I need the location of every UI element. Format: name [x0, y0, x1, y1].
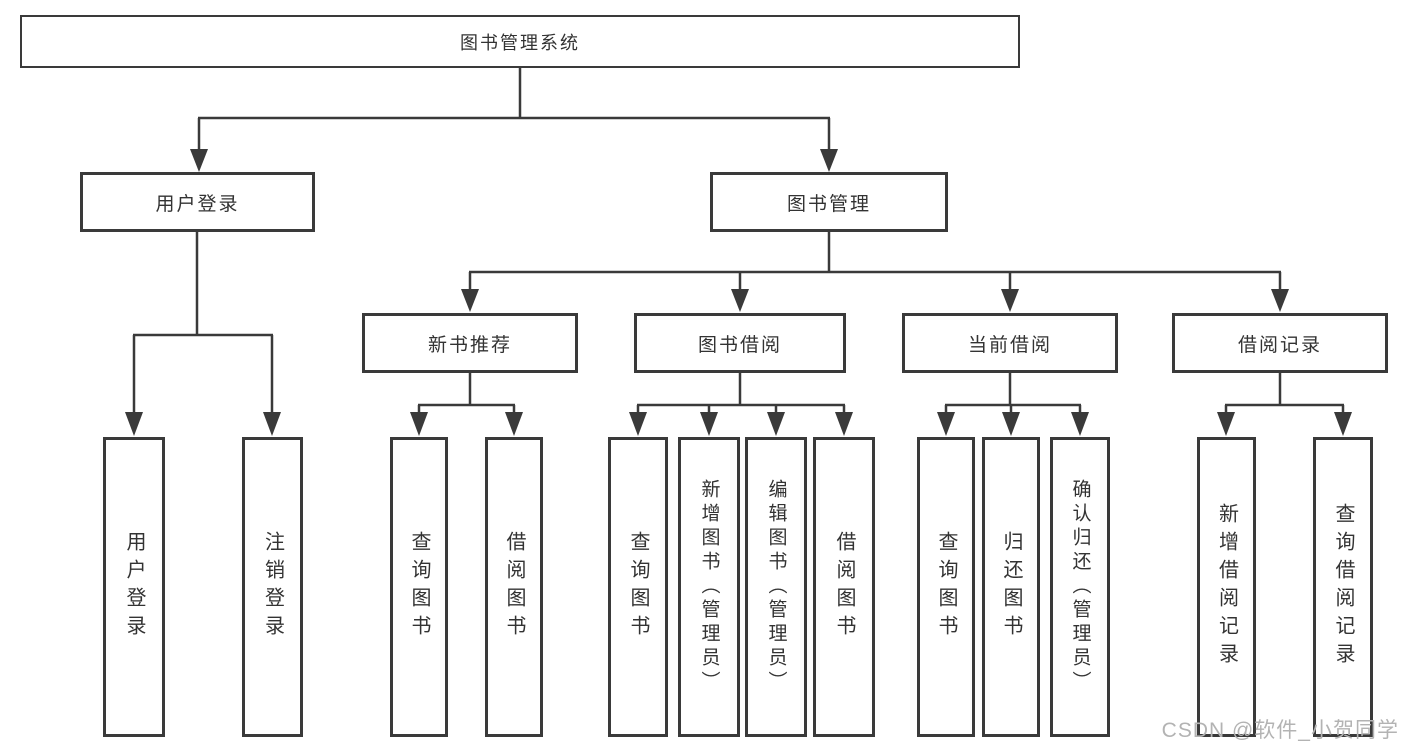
- node-leaf-query-books-recommend: 查询图书: [390, 437, 448, 737]
- node-leaf-borrow-books-recommend: 借阅图书: [485, 437, 543, 737]
- node-leaf-return-books: 归还图书: [982, 437, 1040, 737]
- watermark: CSDN @软件_小贺同学: [1161, 719, 1399, 742]
- node-root: 图书管理系统: [20, 15, 1020, 68]
- node-leaf-user-login: 用户登录: [103, 437, 165, 737]
- node-book-borrowing: 图书借阅: [634, 313, 846, 373]
- connector-arrowheads: [125, 149, 1352, 436]
- node-leaf-query-books-current: 查询图书: [917, 437, 975, 737]
- node-leaf-query-books-borrowing: 查询图书: [608, 437, 668, 737]
- node-current-borrowing: 当前借阅: [902, 313, 1118, 373]
- node-leaf-query-borrow-record: 查询借阅记录: [1313, 437, 1373, 737]
- node-new-book-recommend: 新书推荐: [362, 313, 578, 373]
- node-leaf-borrow-books: 借阅图书: [813, 437, 875, 737]
- node-leaf-add-book-admin: 新增图书（管理员）: [678, 437, 740, 737]
- node-leaf-edit-book-admin: 编辑图书（管理员）: [745, 437, 807, 737]
- node-leaf-add-borrow-record: 新增借阅记录: [1197, 437, 1256, 737]
- node-borrowing-records: 借阅记录: [1172, 313, 1388, 373]
- node-user-login: 用户登录: [80, 172, 315, 232]
- node-leaf-logout: 注销登录: [242, 437, 303, 737]
- node-leaf-confirm-return-admin: 确认归还（管理员）: [1050, 437, 1110, 737]
- node-book-management: 图书管理: [710, 172, 948, 232]
